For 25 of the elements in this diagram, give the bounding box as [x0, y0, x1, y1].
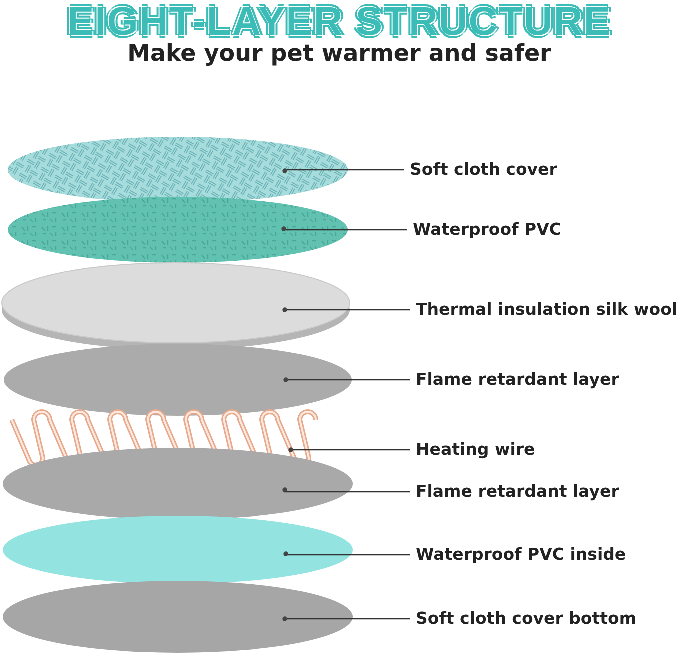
flame-retardant-layer	[4, 344, 352, 416]
cloth-cover-layer	[3, 581, 353, 653]
leader-line	[284, 378, 410, 382]
insulation-wool-layer	[2, 262, 350, 350]
layer-label: Waterproof PVC inside	[416, 544, 626, 566]
layer-label: Flame retardant layer	[416, 369, 620, 391]
subtitle: Make your pet warmer and safer	[126, 41, 552, 67]
flame-retardant-layer	[3, 448, 353, 520]
cloth-cover-layer	[8, 137, 348, 203]
waterproof-layer	[3, 516, 353, 584]
title: EIGHT-LAYER STRUCTURE	[66, 0, 612, 44]
layer-label: Heating wire	[416, 439, 536, 461]
layer-label: Soft cloth cover bottom	[416, 608, 637, 630]
layer-label: Soft cloth cover	[410, 159, 558, 181]
waterproof-layer	[8, 197, 348, 263]
layer-label: Thermal insulation silk wool	[416, 299, 678, 321]
leader-line	[282, 308, 410, 312]
leader-line	[282, 168, 404, 174]
leader-line	[288, 448, 410, 452]
leader-line	[284, 552, 410, 556]
leader-line	[282, 488, 410, 493]
layer-label: Waterproof PVC	[413, 219, 562, 241]
leader-line	[282, 226, 407, 232]
leader-line	[282, 616, 410, 622]
layer-label: Flame retardant layer	[416, 481, 620, 503]
